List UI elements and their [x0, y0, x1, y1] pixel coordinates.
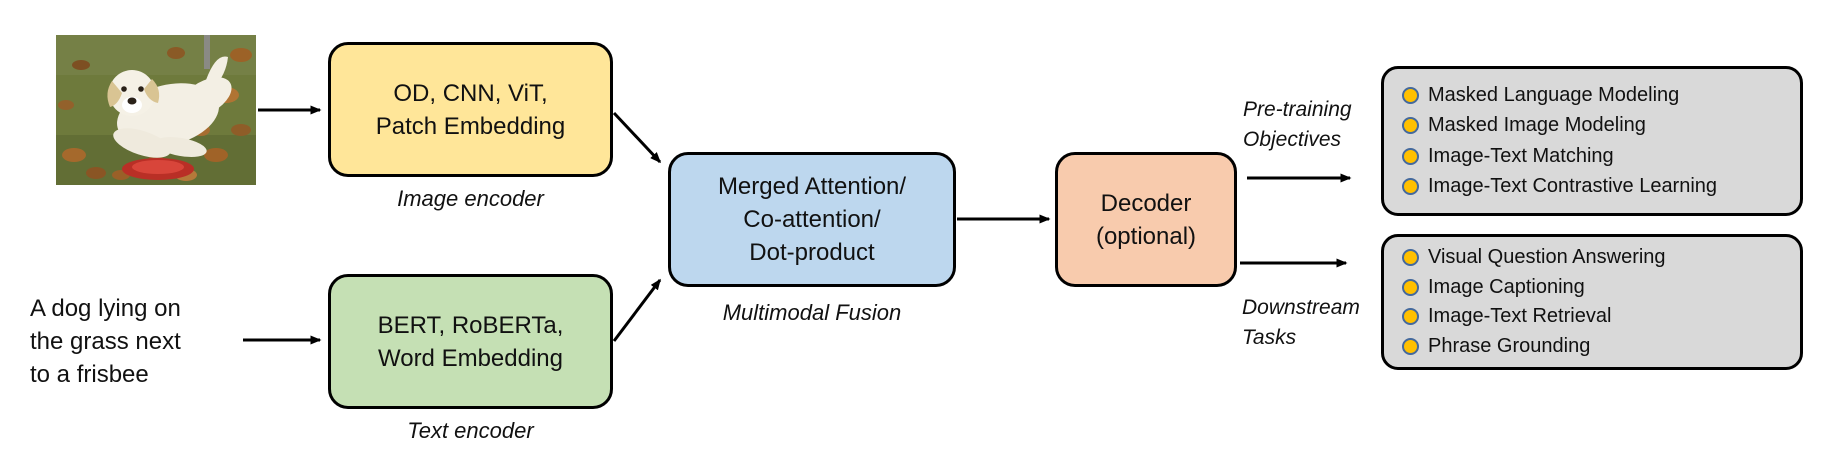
list-item: Phrase Grounding — [1402, 332, 1786, 362]
list-item: Visual Question Answering — [1402, 243, 1786, 273]
image-encoder-box: OD, CNN, ViT, Patch Embedding — [328, 42, 613, 177]
bullet-icon — [1402, 337, 1419, 355]
downstream-tasks-label: Downstream Tasks — [1242, 296, 1360, 349]
dog — [107, 56, 232, 158]
list-item: Masked Image Modeling — [1402, 111, 1786, 142]
decoder-line: (optional) — [1095, 222, 1197, 250]
bullet-icon — [1402, 86, 1419, 104]
text-encoder-box: BERT, RoBERTa, Word Embedding — [328, 274, 613, 409]
text-encoder-line: Word Embedding — [378, 344, 563, 372]
text-encoder-label: Text encoder — [407, 418, 534, 443]
downstream-tasks-box: Visual Question Answering Image Captioni… — [1381, 234, 1803, 370]
bullet-icon — [1402, 278, 1419, 296]
caption-line: A dog lying on — [30, 295, 181, 322]
dog-photo — [56, 35, 256, 185]
list-item: Image-Text Retrieval — [1402, 302, 1786, 332]
bullet-icon — [1402, 249, 1419, 267]
list-item: Image Captioning — [1402, 273, 1786, 303]
image-encoder-line: OD, CNN, ViT, — [393, 79, 548, 107]
pretraining-objectives-label: Pre-training Objectives — [1243, 98, 1352, 151]
fusion-line: Merged Attention/ — [717, 173, 907, 200]
caption-line: the grass next — [30, 328, 181, 355]
multimodal-fusion-label: Multimodal Fusion — [722, 300, 902, 325]
bullet-icon — [1402, 147, 1419, 165]
decoder-box: Decoder (optional) — [1055, 152, 1237, 287]
bullet-icon — [1402, 117, 1419, 135]
fusion-line: Dot-product — [749, 239, 875, 266]
list-item: Masked Language Modeling — [1402, 80, 1786, 111]
bullet-icon — [1402, 308, 1419, 326]
arrow-text-encoder-to-fusion — [612, 278, 662, 342]
bullet-icon — [1402, 178, 1419, 196]
arrow-image-encoder-to-fusion — [612, 111, 662, 164]
image-encoder-line: Patch Embedding — [375, 112, 566, 140]
fusion-line: Co-attention/ — [743, 206, 881, 233]
frisbee — [122, 158, 194, 180]
text-encoder-line: BERT, RoBERTa, — [377, 311, 564, 339]
image-encoder-label: Image encoder — [397, 186, 544, 211]
list-item: Image-Text Matching — [1402, 141, 1786, 172]
list-item: Image-Text Contrastive Learning — [1402, 172, 1786, 203]
multimodal-fusion-box: Merged Attention/ Co-attention/ Dot-prod… — [668, 152, 956, 287]
decoder-line: Decoder — [1100, 189, 1192, 217]
text-input-caption: A dog lying on the grass next to a frisb… — [30, 292, 181, 391]
caption-line: to a frisbee — [30, 361, 149, 388]
dog-photo-illustration — [56, 35, 256, 185]
pretraining-objectives-box: Masked Language Modeling Masked Image Mo… — [1381, 66, 1803, 216]
